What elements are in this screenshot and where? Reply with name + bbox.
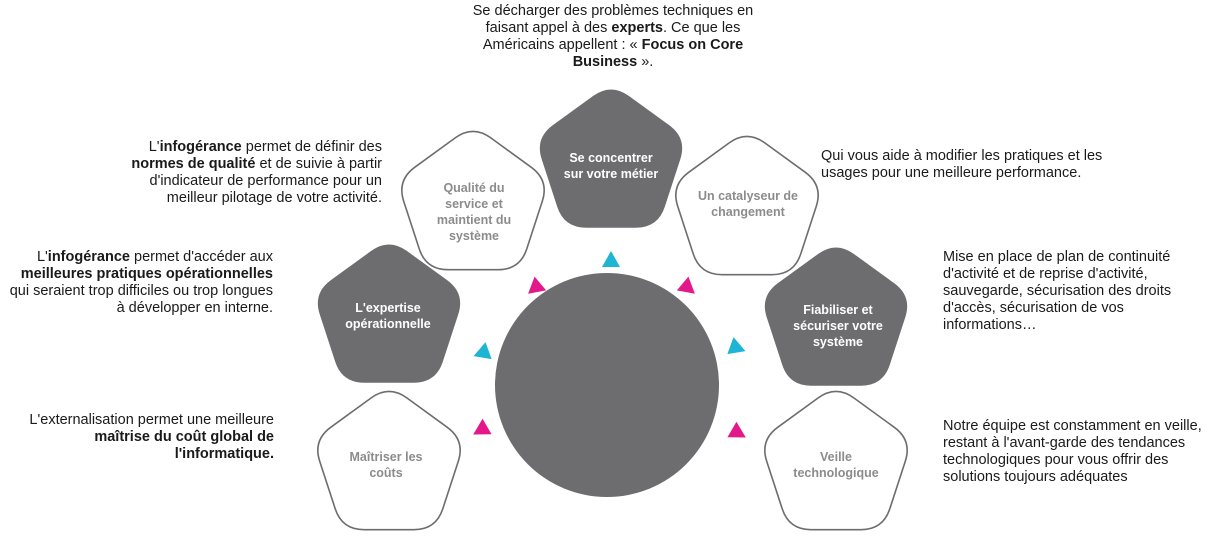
pentagon-qualite bbox=[401, 130, 545, 271]
description-segment: Se décharger des problèmes techniques en… bbox=[472, 3, 754, 36]
pentagon-label-veille: Veille technologique bbox=[793, 450, 879, 480]
pentagon-expertise bbox=[317, 244, 461, 383]
pentagon-maitriser bbox=[317, 390, 461, 531]
description-segment: L' bbox=[36, 249, 48, 265]
arrow-top-icon bbox=[602, 251, 620, 267]
description-catalyseur: Qui vous aide à modifier les pratiques e… bbox=[821, 148, 1111, 182]
pentagon-label-maitriser: Maîtriser les coûts bbox=[349, 450, 423, 480]
description-segment: infogérance bbox=[159, 139, 242, 155]
description-segment: Focus on Core Business bbox=[572, 37, 744, 70]
pentagon-label-se-concentrer: Se concentrer sur votre métier bbox=[563, 151, 659, 181]
description-segment: permet de définir des bbox=[241, 139, 382, 155]
description-expertise: L'infogérance permet d'accéder aux meill… bbox=[0, 249, 273, 317]
description-segment: meilleures pratiques opérationnelles bbox=[20, 266, 273, 282]
description-maitriser: L'externalisation permet une meilleure m… bbox=[4, 412, 274, 463]
description-qualite: L'infogérance permet de définir des norm… bbox=[110, 139, 382, 207]
description-segment: L' bbox=[148, 139, 160, 155]
description-segment: Qui vous aide à modifier les pratiques e… bbox=[821, 148, 1103, 181]
arrow-lower-left-icon bbox=[473, 418, 492, 435]
pentagon-label-fiabiliser: Fiabiliser et sécuriser votre système bbox=[793, 303, 883, 349]
description-veille: Notre équipe est constamment en veille, … bbox=[943, 418, 1215, 486]
description-segment: L'externalisation permet une meilleure bbox=[29, 412, 274, 428]
description-segment: Mise en place de plan de continuité d'ac… bbox=[943, 249, 1172, 333]
description-top: Se décharger des problèmes techniques en… bbox=[452, 3, 774, 71]
pentagon-label-qualite: Qualité du service et maintient du systè… bbox=[436, 181, 512, 243]
pentagon-fiabiliser bbox=[764, 247, 908, 386]
pentagon-label-expertise: L'expertise opérationnelle bbox=[345, 301, 431, 331]
arrow-upper-right-icon bbox=[676, 276, 695, 294]
description-fiabiliser: Mise en place de plan de continuité d'ac… bbox=[943, 249, 1205, 334]
description-segment: Notre équipe est constamment en veille, … bbox=[943, 418, 1202, 485]
arrow-mid-right-icon bbox=[727, 337, 746, 355]
description-segment: . Ce que les Américains appellent : « bbox=[482, 20, 741, 53]
description-segment: et de suivie à partir d'indicateur de pe… bbox=[149, 156, 383, 206]
description-segment: maîtrise du coût global de l'informatiqu… bbox=[94, 429, 274, 462]
description-segment: qui seraient trop difficiles ou trop lon… bbox=[9, 283, 273, 316]
description-segment: ». bbox=[637, 54, 654, 70]
description-segment: permet d'accéder aux bbox=[129, 249, 273, 265]
center-circle bbox=[495, 273, 719, 497]
pentagon-label-catalyseur: Un catalyseur de changement bbox=[697, 189, 799, 219]
description-segment: experts bbox=[611, 20, 663, 36]
arrow-lower-right-icon bbox=[727, 421, 746, 438]
pentagon-catalyseur bbox=[675, 135, 819, 276]
arrow-upper-left-icon bbox=[528, 276, 547, 294]
description-segment: normes de qualité bbox=[131, 156, 256, 172]
pentagon-se-concentrer bbox=[539, 89, 683, 228]
pentagon-veille bbox=[764, 390, 908, 531]
description-segment: infogérance bbox=[47, 249, 130, 265]
arrow-mid-left-icon bbox=[473, 342, 492, 360]
